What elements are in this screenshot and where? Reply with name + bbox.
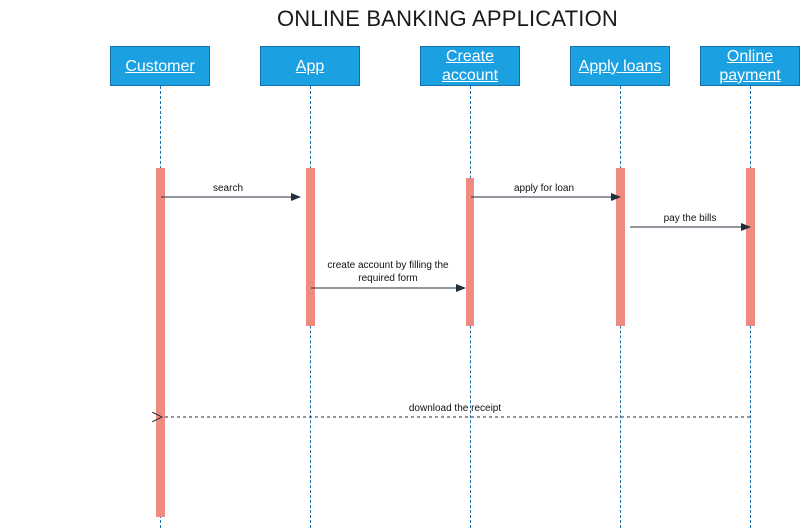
activation-online-payment (746, 168, 755, 326)
lifeline-create-account[interactable]: Create account (420, 46, 520, 86)
message-create-account-label: create account by filling the required f… (327, 260, 449, 284)
message-search-label: search (212, 183, 243, 194)
activation-customer (156, 168, 165, 517)
message-apply-loan-label: apply for loan (513, 183, 575, 194)
lifeline-online-payment[interactable]: Online payment (700, 46, 800, 86)
message-pay-bills-label: pay the bills (663, 213, 717, 224)
diagram-title: ONLINE BANKING APPLICATION (277, 6, 618, 31)
lifeline-app[interactable]: App (260, 46, 360, 86)
activation-create-account (466, 178, 474, 326)
lifeline-customer[interactable]: Customer (110, 46, 210, 86)
activation-apply-loans (616, 168, 625, 326)
lifeline-apply-loans[interactable]: Apply loans (570, 46, 670, 86)
activation-app (306, 168, 315, 326)
message-download-receipt-label: download the receipt (408, 403, 502, 414)
